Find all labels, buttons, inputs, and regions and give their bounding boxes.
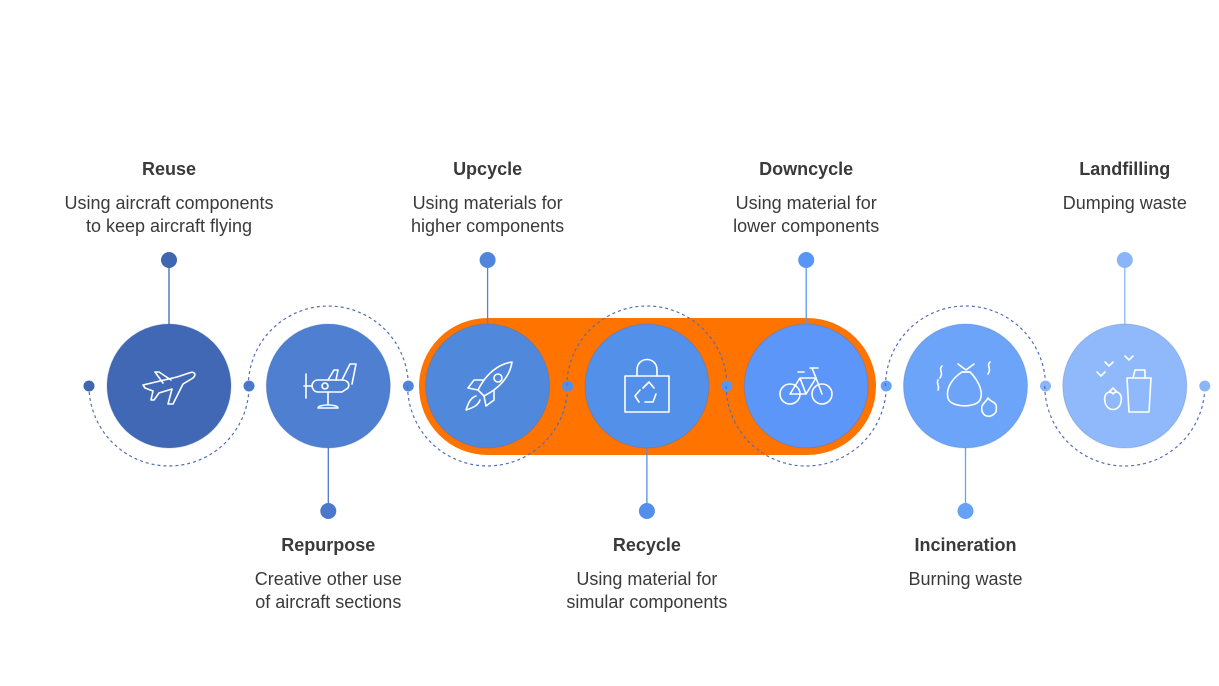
stage-circle-landfilling: [1062, 323, 1188, 449]
airplane-icon: [142, 371, 196, 405]
connector-dot-upcycle: [479, 252, 496, 268]
arc-incineration: [884, 305, 1047, 387]
arc-landfilling: [1044, 385, 1206, 467]
junction-dot: [562, 380, 574, 392]
connector-dot-recycle: [638, 503, 655, 519]
waste-bin-icon: [1096, 355, 1152, 413]
stage-circle-downcycle: [743, 323, 869, 449]
connector-dot-repurpose: [320, 503, 337, 519]
junction-dot: [243, 380, 255, 392]
stage-description: Burning waste: [908, 569, 1023, 589]
junction-dot: [1199, 380, 1211, 392]
stage-description: Using materials for higher components: [411, 193, 565, 236]
arc-downcycle: [725, 385, 887, 467]
stage-title: Upcycle: [453, 159, 523, 179]
stage-circle-recycle: [584, 323, 710, 449]
connector-dot-downcycle: [798, 252, 815, 268]
stage-description: Dumping waste: [1062, 193, 1187, 213]
arc-reuse: [88, 385, 250, 467]
stage-title: Recycle: [612, 535, 681, 555]
arc-recycle: [566, 305, 728, 387]
stage-title: Incineration: [914, 535, 1017, 555]
recycle-bag-icon: [624, 358, 670, 413]
arc-upcycle: [407, 385, 569, 467]
stage-title: Repurpose: [281, 535, 376, 555]
junction-dot: [1040, 380, 1051, 392]
stage-description: Creative other use of aircraft sections: [254, 569, 402, 612]
stage-description: Using material for simular components: [566, 569, 728, 612]
connector-dot-reuse: [161, 252, 177, 268]
junction-dot: [402, 380, 414, 392]
stage-circle-upcycle: [425, 323, 551, 449]
connector-dot-landfilling: [1116, 252, 1133, 268]
propeller-plane-ride-icon: [303, 363, 357, 409]
stage-title: Landfilling: [1079, 159, 1171, 179]
arc-repurpose: [247, 305, 409, 387]
rocket-icon: [465, 361, 513, 411]
stage-title: Reuse: [141, 159, 197, 179]
junction-dot: [880, 380, 892, 392]
stage-circle-reuse: [106, 323, 232, 449]
stage-description: Using material for lower components: [733, 193, 880, 236]
stage-circle-incineration: [903, 323, 1028, 449]
burning-trash-icon: [936, 361, 998, 418]
bicycle-icon: [779, 367, 833, 405]
stage-description: Using aircraft components to keep aircra…: [64, 193, 274, 236]
connector-dot-incineration: [957, 503, 974, 519]
stage-title: Downcycle: [759, 159, 854, 179]
junction-dot: [83, 380, 95, 392]
junction-dot: [721, 380, 733, 392]
